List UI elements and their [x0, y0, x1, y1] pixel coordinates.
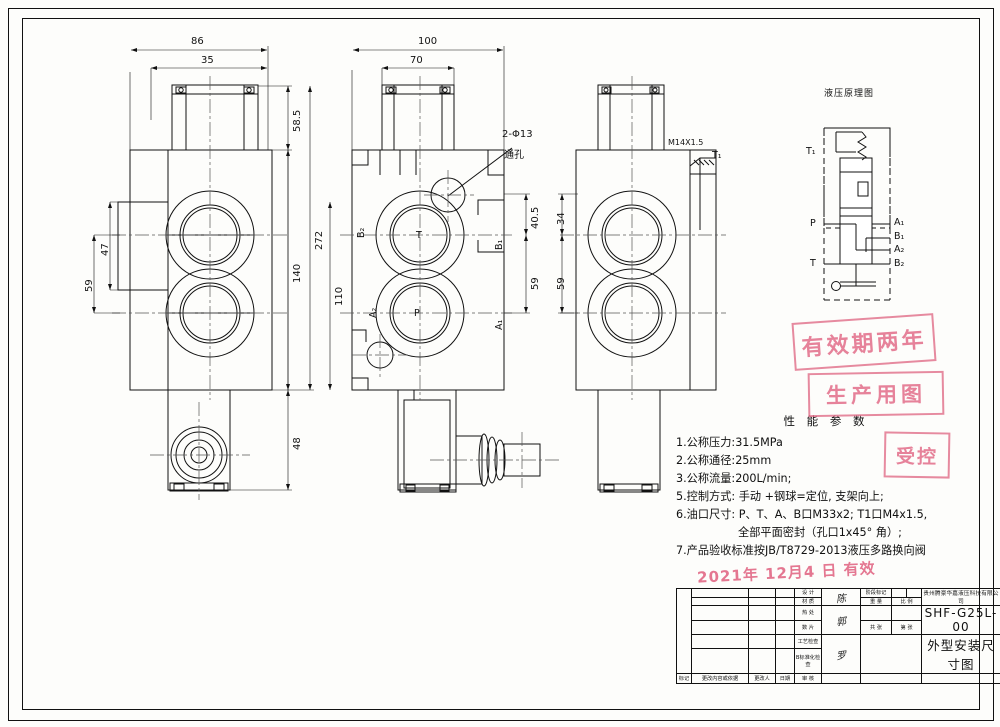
note-line-2: 2.公称通径:25mm [676, 453, 772, 467]
callout-m14x1-5: M14X1.5 [668, 138, 704, 147]
port-label-side-a2: A₂ [368, 307, 379, 318]
dim-side-top-width: 70 [410, 55, 423, 66]
note-line-6: 6.油口尺寸: P、T、A、B口M33x2; T1口M4x1.5, [676, 508, 928, 522]
tb-label-process-check: 工艺检查 [794, 634, 822, 649]
dim-front-top-width: 35 [201, 55, 214, 66]
schematic-port-p: P [810, 218, 816, 229]
notes-heading: 性 能 参 数 [783, 414, 869, 428]
dim-rear-59: 59 [556, 277, 567, 290]
tb-label-scale: 比 例 [891, 596, 922, 606]
schematic-title: 液压原理图 [824, 89, 875, 99]
note-line-3: 3.公称流量:200L/min; [676, 471, 792, 485]
tb-label-heattreat: 热 处 [794, 605, 822, 621]
dim-front-59: 59 [84, 279, 95, 292]
port-label-side-b1: B₁ [494, 239, 505, 250]
schematic-port-b1: B₁ [894, 231, 905, 242]
port-label-rear-t1: T₁ [712, 150, 722, 161]
tb-label-weight: 重 量 [860, 596, 892, 606]
tb-col-mark: 标记 [676, 673, 692, 684]
dim-front-47: 47 [100, 243, 111, 256]
tb-label-stage: 阶段标记 [860, 588, 892, 598]
sheet-border-outer [8, 8, 994, 721]
note-line-6b: 全部平面密封（孔口1x45° 角）; [738, 526, 902, 540]
dim-side-40-5: 40.5 [530, 206, 541, 229]
signature-design: 陈 [835, 592, 847, 605]
note-line-1: 1.公称压力:31.5MPa [676, 435, 783, 449]
schematic-port-a2: A₂ [894, 244, 905, 255]
dim-side-59: 59 [530, 277, 541, 290]
schematic-port-a1: A₁ [894, 217, 905, 228]
stamp-valid-two-years: 有效期两年 [791, 313, 937, 371]
dim-front-head-height: 58.5 [292, 109, 303, 132]
dim-front-272: 272 [314, 230, 325, 250]
schematic-port-t1: T₁ [806, 146, 816, 157]
tb-label-std-check: B标准化检查 [794, 647, 822, 675]
dim-rear-34: 34 [556, 212, 567, 225]
callout-2-phi13: 2-Φ13 [502, 129, 533, 140]
schematic-port-b2: B₂ [894, 258, 905, 269]
sheet-border-inner [22, 18, 980, 710]
performance-notes: 性 能 参 数 1.公称压力:31.5MPa 2.公称通径:25mm 3.公称流… [676, 412, 976, 561]
signature-draw: 郭 [835, 615, 847, 628]
schematic-port-t: T [810, 258, 816, 269]
port-label-side-p: P [414, 308, 420, 319]
front-view [117, 84, 273, 492]
tb-label-sheetno: 第 张 [891, 619, 922, 635]
tb-label-sheets: 数 片 [794, 619, 822, 635]
note-line-5: 5.控制方式: 手动 +钢球=定位, 支架向上; [676, 490, 884, 504]
company-name: 贵州腾豪华嘉液压科技有限公司 [921, 588, 1000, 606]
note-line-7: 7.产品验收标准按JB/T8729-2013液压多路换向阀 [676, 544, 926, 558]
dim-side-110: 110 [334, 286, 345, 306]
dim-side-width: 100 [418, 36, 438, 47]
tb-label-material: 材 质 [794, 596, 822, 606]
stamp-controlled: 受控 [883, 431, 951, 479]
drawing-number: SHF-G25L-00 [921, 605, 1000, 635]
drawing-title: 外型安装尺寸图 [921, 634, 1000, 674]
tb-label-total: 共 张 [860, 619, 892, 635]
port-label-side-b2: B₂ [356, 227, 367, 238]
callout-through-hole: 通孔 [504, 150, 524, 161]
dim-front-48: 48 [292, 437, 303, 450]
tb-col-review: 审 核 [794, 673, 822, 684]
tb-label-design: 设 计 [794, 588, 822, 598]
dim-front-140: 140 [292, 263, 303, 283]
tb-col-changer: 更改人 [748, 673, 776, 684]
port-label-side-a1: A₁ [494, 319, 505, 330]
signature-approve: 罗 [835, 649, 847, 662]
port-label-side-t: T [416, 230, 422, 241]
tb-col-change-desc: 更改内容或依据 [691, 673, 749, 684]
stamp-production-drawing: 生产用图 [807, 370, 945, 418]
hydraulic-schematic [823, 127, 891, 301]
dim-front-width: 86 [191, 36, 204, 47]
title-block: 设 计 陈 阶段标记 贵州腾豪华嘉液压科技有限公司 材 质 重 量 比 例 热 … [676, 588, 1000, 684]
tb-col-date: 日期 [775, 673, 795, 684]
